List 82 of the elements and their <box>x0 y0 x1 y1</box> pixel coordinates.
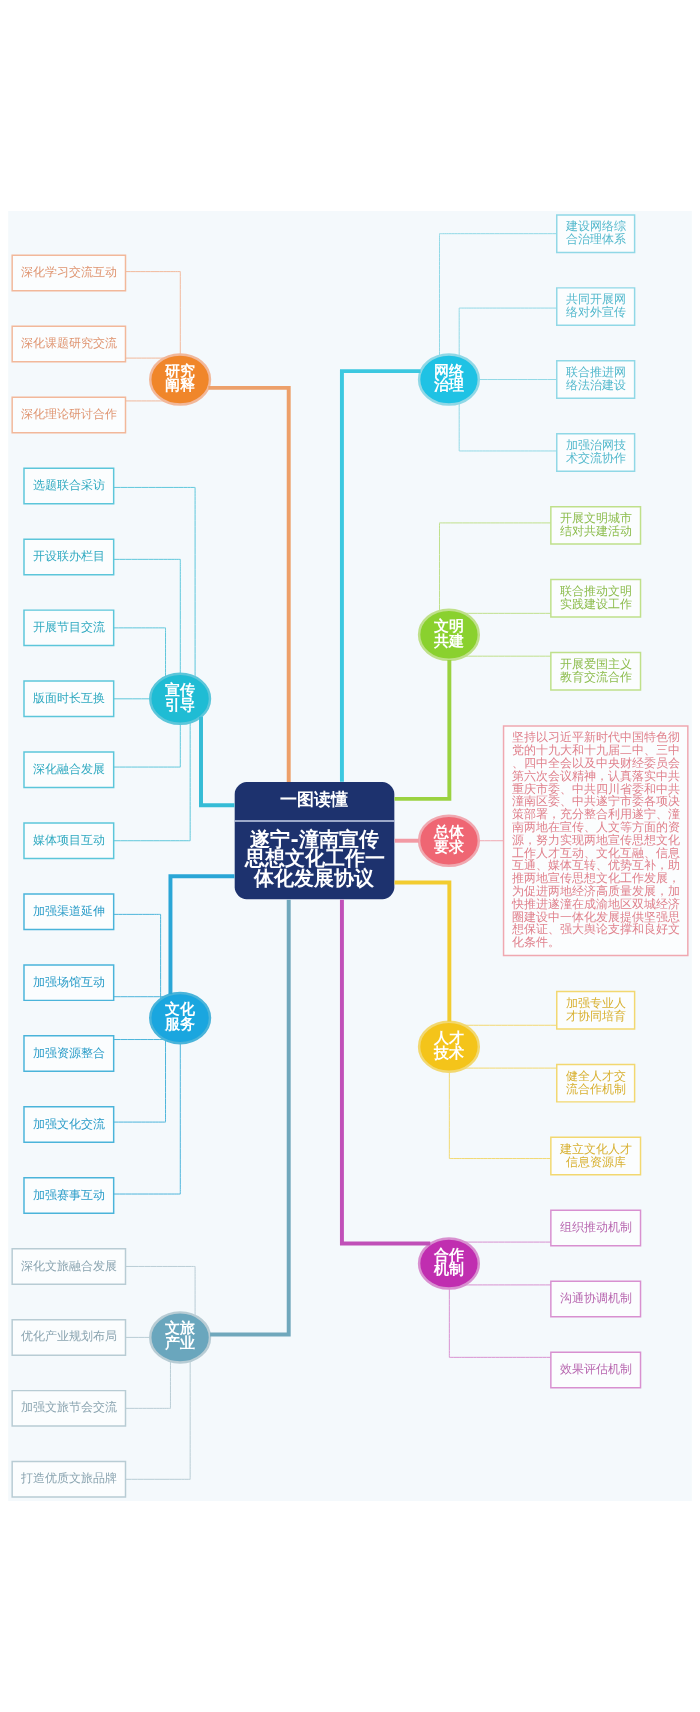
node-box: 加强资源整合 <box>23 1035 115 1073</box>
node-box: 坚持以习近平新时代中国特色彻党的十九大和十九届二中、三中、四中全会以及中央财经委员会第六次会议精神，认真落实中共重庆市委、中共四川省委和中共潼南区委、中共遂宁市委各项决策部署，充分整合利用遂宁、潼南两地在宣传、人文等方面的资源，努力实现两地宣传思想文化工作人才互动、文化互融、信息互通、媒体互转、优势互补，助推两地宣传思想文化工作发展，为促进两地经济高质量发展，加快推进遂潼在成渝地区双城经济圈建设中一体化发展提供坚强思想保证、强大舆论支撑和良好文化条件。 <box>502 725 689 957</box>
node-box: 打造优质文旅品牌 <box>11 1460 127 1498</box>
connector <box>125 1360 171 1409</box>
node-box: 健全人才交流合作机制 <box>556 1063 636 1103</box>
connector <box>464 1241 552 1243</box>
node-box: 优化产业规划布局 <box>11 1318 127 1356</box>
connector <box>464 1067 557 1069</box>
node-box: 深化理论研讨合作 <box>11 396 127 434</box>
node-box: 深化课题研究交流 <box>11 325 127 363</box>
node-box: 加强专业人才协同培育 <box>556 990 636 1030</box>
node-ellipse: 文旅产业 <box>149 1311 212 1364</box>
node-ellipse: 文明共建 <box>417 608 481 662</box>
connector <box>394 660 452 801</box>
node-ellipse: 文化服务 <box>149 991 212 1045</box>
connector <box>113 722 191 842</box>
node-box: 开展文明城市结对共建活动 <box>550 505 642 545</box>
node-box: 版面时长互换 <box>23 680 115 718</box>
connector <box>464 612 552 614</box>
connector <box>125 1265 196 1316</box>
node-ellipse: 研究阐释 <box>149 353 212 406</box>
node-box: 沟通协调机制 <box>550 1280 642 1318</box>
connector <box>199 716 235 808</box>
connector <box>339 369 421 782</box>
node-box: 开展节目交流 <box>23 609 115 647</box>
node-box: 建设网络综合治理体系 <box>556 214 636 254</box>
connector <box>113 486 196 678</box>
connector <box>439 233 558 356</box>
connector <box>339 899 431 1246</box>
connector <box>125 400 165 402</box>
connector <box>478 379 558 380</box>
connector <box>113 1039 165 1041</box>
node-ellipse: 网络治理 <box>417 353 481 406</box>
node-box: 加强文旅节会交流 <box>11 1389 127 1427</box>
connector <box>439 522 551 612</box>
connector <box>394 880 452 1022</box>
node-box: 加强赛事互动 <box>23 1177 115 1214</box>
node-box: 效果评估机制 <box>550 1351 642 1389</box>
node-box: 组织推动机制 <box>550 1209 642 1247</box>
connector <box>394 838 419 843</box>
node-ellipse: 合作机制 <box>417 1237 481 1290</box>
node-ellipse: 宣传引导 <box>149 672 212 726</box>
connector <box>464 1284 552 1286</box>
connector <box>113 627 167 678</box>
connector <box>125 1360 191 1480</box>
node-box: 加强场馆互动 <box>23 964 115 1002</box>
node-box: 建立文化人才信息资源库 <box>550 1136 642 1176</box>
connector <box>125 271 181 355</box>
connector <box>125 1336 151 1338</box>
connector <box>113 723 181 768</box>
connector <box>458 402 558 452</box>
node-box: 选题联合采访 <box>23 467 115 505</box>
node-box: 加强治网技术交流协作 <box>556 433 636 472</box>
connector <box>478 840 504 842</box>
node-box: 深化融合发展 <box>23 751 115 789</box>
node-ellipse: 总体要求 <box>417 814 481 867</box>
node-ellipse: 人才技术 <box>417 1020 481 1073</box>
connector <box>113 558 181 675</box>
node-box: 深化文旅融合发展 <box>11 1248 127 1285</box>
connector <box>464 655 552 657</box>
connector <box>125 357 165 359</box>
node-box: 联合推动文明实践建设工作 <box>550 578 642 618</box>
connector <box>448 1071 552 1160</box>
connector <box>113 996 165 998</box>
connector <box>168 874 235 995</box>
connector <box>113 1039 167 1123</box>
connector <box>113 913 162 1000</box>
connector <box>464 1024 557 1026</box>
connector <box>448 1288 552 1358</box>
node-box: 开展爱国主义教育交流合作 <box>550 651 642 691</box>
connector <box>113 698 151 700</box>
connector <box>208 385 291 782</box>
connector <box>458 307 558 357</box>
node-box: 联合推进网络法治建设 <box>556 360 636 399</box>
connector <box>113 1042 181 1195</box>
connector <box>210 899 291 1337</box>
node-box: 深化学习交流互动 <box>11 254 127 292</box>
node-box: 加强渠道延伸 <box>23 893 115 931</box>
node-box: 共同开展网络对外宣传 <box>556 287 636 327</box>
node-box: 加强文化交流 <box>23 1106 115 1143</box>
node-box: 开设联办栏目 <box>23 538 115 576</box>
node-box: 媒体项目互动 <box>23 822 115 860</box>
